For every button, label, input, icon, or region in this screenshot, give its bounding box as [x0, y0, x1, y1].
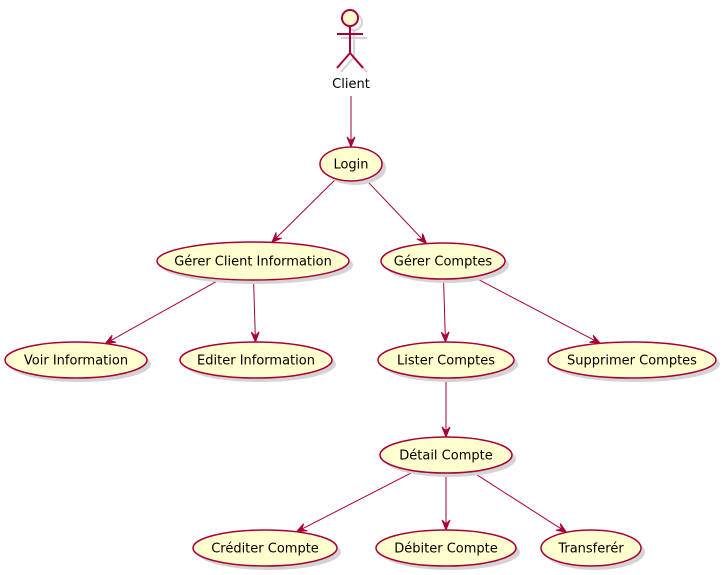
edge-line	[275, 178, 337, 239]
arrowhead-icon	[555, 523, 568, 534]
edge-login-to-gerer-client-info	[270, 178, 337, 244]
arrowhead-icon	[104, 334, 117, 345]
use-case-label: Voir Information	[24, 354, 128, 369]
edge-detail-compte-to-crediter-compte	[295, 470, 416, 533]
use-case-debiter-compte[interactable]: Débiter Compte	[375, 529, 520, 570]
use-case-label: Détail Compte	[399, 449, 492, 464]
use-case-transferer[interactable]: Transferér	[540, 529, 645, 570]
edge-detail-compte-to-debiter-compte	[441, 473, 451, 532]
arrowhead-icon	[589, 334, 602, 344]
actor-client[interactable]: Client	[332, 9, 370, 92]
arrowhead-icon	[346, 136, 356, 149]
arrowhead-icon	[441, 426, 451, 439]
use-case-login[interactable]: Login	[319, 146, 386, 185]
edge-line	[471, 471, 562, 530]
use-case-ellipse	[540, 529, 642, 567]
arrowhead-icon	[440, 331, 450, 344]
arrowhead-icon	[250, 331, 260, 344]
use-case-lister-comptes[interactable]: Lister Comptes	[377, 341, 518, 382]
use-case-voir-info[interactable]: Voir Information	[4, 341, 151, 382]
use-case-crediter-compte[interactable]: Créditer Compte	[192, 529, 341, 570]
use-case-label: Débiter Compte	[394, 542, 498, 557]
arrowhead-icon	[416, 233, 428, 245]
use-case-ellipse	[4, 341, 148, 379]
edges-layer	[104, 96, 602, 534]
use-case-ellipse	[192, 529, 338, 567]
use-case-gerer-comptes[interactable]: Gérer Comptes	[380, 242, 509, 283]
stick-figure-icon	[336, 9, 364, 69]
use-case-label: Gérer Client Information	[174, 255, 332, 270]
use-case-label: Créditer Compte	[211, 542, 319, 557]
arrowhead-icon	[441, 519, 451, 532]
arrowhead-icon	[295, 523, 308, 533]
edge-line	[110, 278, 222, 342]
use-case-label: Editer Information	[197, 354, 315, 369]
edge-line	[472, 276, 596, 341]
use-case-detail-compte[interactable]: Détail Compte	[379, 436, 516, 477]
edge-client-to-login	[346, 96, 356, 149]
edge-line	[364, 178, 423, 240]
edge-line	[443, 278, 446, 337]
edge-line	[301, 470, 416, 530]
edge-gerer-client-info-to-editer-info	[250, 279, 260, 344]
edge-detail-compte-to-transferer	[471, 471, 568, 534]
use-case-label: Gérer Comptes	[394, 255, 493, 270]
actor-label: Client	[332, 77, 370, 92]
use-case-label: Supprimer Comptes	[567, 354, 697, 369]
edge-gerer-client-info-to-voir-info	[104, 278, 222, 345]
use-case-ellipse	[319, 146, 383, 182]
use-case-gerer-client-info[interactable]: Gérer Client Information	[156, 241, 353, 284]
edge-gerer-comptes-to-supprimer-comptes	[472, 276, 602, 344]
arrowhead-icon	[270, 232, 282, 244]
use-case-label: Transferér	[557, 542, 624, 557]
use-case-supprimer-comptes[interactable]: Supprimer Comptes	[547, 341, 720, 382]
edge-login-to-gerer-comptes	[364, 178, 428, 245]
edge-line	[253, 279, 256, 337]
use-case-editer-info[interactable]: Editer Information	[179, 341, 336, 382]
use-case-ellipse	[156, 241, 350, 281]
use-case-ellipse	[547, 341, 717, 379]
use-case-label: Lister Comptes	[397, 354, 495, 369]
edge-lister-comptes-to-detail-compte	[441, 378, 451, 439]
edge-gerer-comptes-to-lister-comptes	[440, 278, 450, 344]
use-case-ellipse	[379, 436, 513, 474]
use-case-ellipse	[375, 529, 517, 567]
use-case-ellipse	[179, 341, 333, 379]
use-case-label: Login	[333, 158, 368, 173]
use-case-ellipse	[380, 242, 506, 280]
use-case-ellipse	[377, 341, 515, 379]
